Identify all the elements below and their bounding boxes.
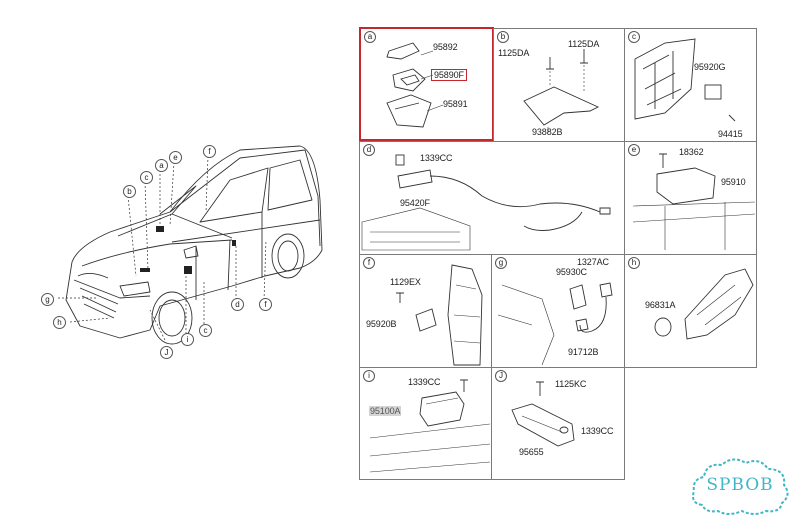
- cloud-icon: [692, 458, 789, 515]
- callout-f2: f: [259, 298, 272, 311]
- callout-i: i: [181, 333, 194, 346]
- part-number: 95891: [443, 99, 468, 109]
- part-number: 95930C: [556, 267, 587, 277]
- part-number: 95655: [519, 447, 544, 457]
- callout-c2: c: [199, 324, 212, 337]
- cell-letter: g: [495, 257, 507, 269]
- part-number: 91712B: [568, 347, 599, 357]
- part-number: 1339CC: [420, 153, 453, 163]
- part-number: 1339CC: [408, 377, 441, 387]
- part-number: 95420F: [400, 198, 430, 208]
- cell-letter: e: [628, 144, 640, 156]
- cell-letter: c: [628, 31, 640, 43]
- cell-letter: i: [363, 370, 375, 382]
- watermark-logo: SPBOB: [688, 455, 792, 517]
- vehicle-overview: a e f c b g h J i c d f: [0, 0, 355, 523]
- cell-c: c 95920G 94415: [624, 28, 757, 142]
- watermark-text: SPBOB: [706, 475, 774, 495]
- cell-g: g 1327AC 95930C 91712B: [491, 254, 625, 368]
- part-number: 95920G: [694, 62, 726, 72]
- cell-i: i 1339CC 95100A: [359, 367, 492, 480]
- part-number: 96831A: [645, 300, 676, 310]
- cell-e: e 18362 95910: [624, 141, 757, 255]
- part-drawing-b: [523, 49, 600, 133]
- callout-c: c: [140, 171, 153, 184]
- cell-b: b 1125DA 1125DA 93882B: [493, 28, 625, 142]
- part-drawing-g: [497, 282, 613, 366]
- part-number: 95920B: [366, 319, 397, 329]
- part-number: 1125DA: [568, 39, 600, 49]
- part-drawing-d: [361, 154, 611, 251]
- cell-letter: J: [495, 370, 507, 382]
- part-drawing-i: [369, 379, 491, 473]
- part-number: 18362: [679, 147, 704, 157]
- vehicle-drawing: [58, 145, 323, 345]
- cell-letter: h: [628, 257, 640, 269]
- part-number: 95100A: [369, 406, 402, 416]
- cell-f: f 1129EX 95920B: [359, 254, 492, 368]
- callout-h: h: [53, 316, 66, 329]
- part-number: 94415: [718, 129, 743, 139]
- cell-letter: f: [363, 257, 375, 269]
- callout-g: g: [41, 293, 54, 306]
- cell-letter: d: [363, 144, 375, 156]
- part-number: 1129EX: [390, 277, 421, 287]
- part-number: 95910: [721, 177, 746, 187]
- part-number: 1327AC: [577, 257, 609, 267]
- cell-letter: b: [497, 31, 509, 43]
- part-number: 1125DA: [498, 48, 530, 58]
- callout-f: f: [203, 145, 216, 158]
- part-drawing-h: [654, 268, 754, 340]
- callout-j: J: [160, 346, 173, 359]
- part-drawing-c: [634, 38, 736, 122]
- cell-a: a 95892 95890F 95891: [359, 27, 494, 141]
- part-drawing-f: [396, 264, 483, 366]
- callout-e: e: [169, 151, 182, 164]
- part-number-highlight: 95890F: [431, 69, 467, 81]
- callout-b: b: [123, 185, 136, 198]
- part-number: 93882B: [532, 127, 563, 137]
- cell-d: d 1339CC 95420F: [359, 141, 625, 255]
- callout-a: a: [155, 159, 168, 172]
- part-number: 95892: [433, 42, 458, 52]
- part-drawing-a: [386, 42, 444, 128]
- part-number: 1125KC: [555, 379, 587, 389]
- callout-d: d: [231, 298, 244, 311]
- part-drawing-j: [511, 381, 575, 447]
- cell-h: h 96831A: [624, 254, 757, 368]
- part-drawing-e: [632, 153, 756, 250]
- cell-letter: a: [364, 31, 376, 43]
- part-number: 1339CC: [581, 426, 614, 436]
- cell-j: J 1125KC 1339CC 95655: [491, 367, 625, 480]
